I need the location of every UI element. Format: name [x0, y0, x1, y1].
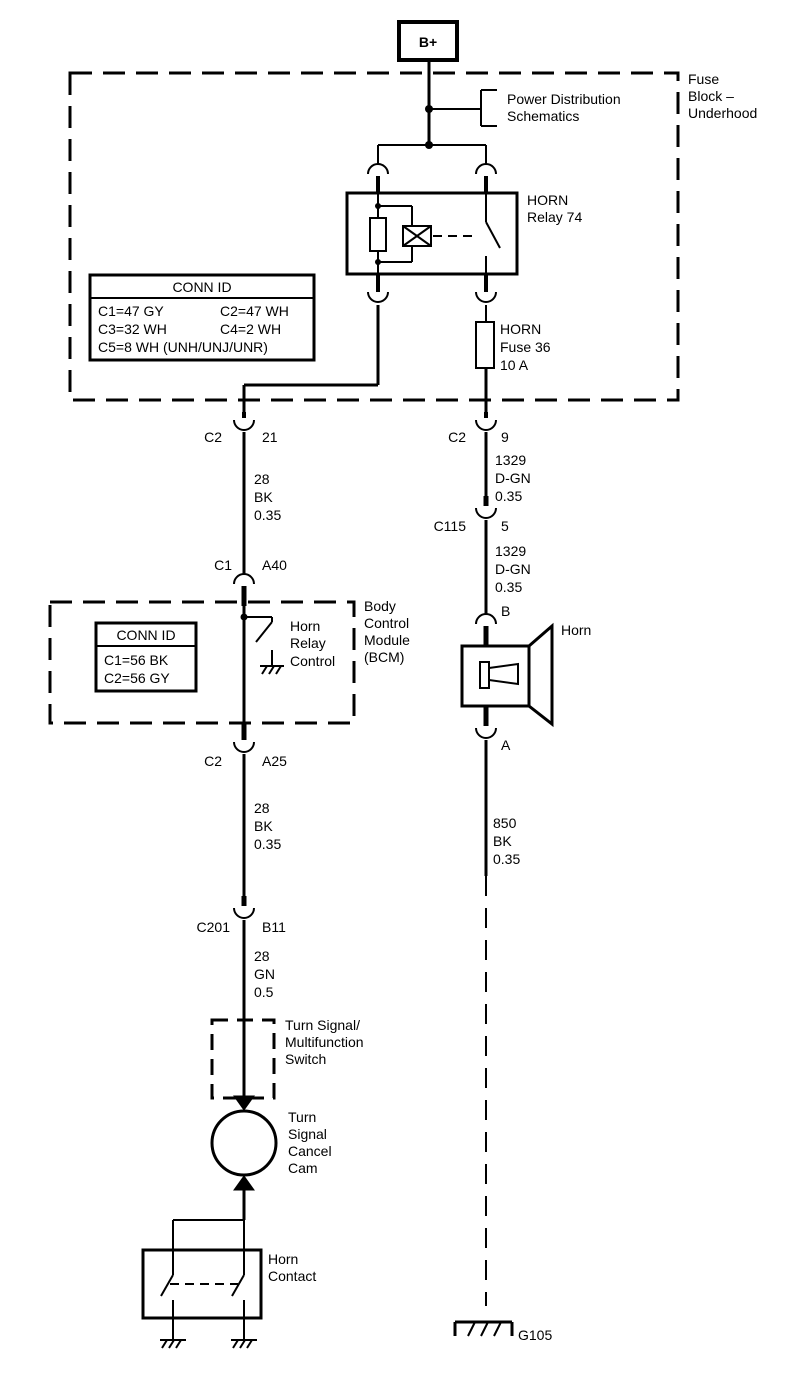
- splice-dot: [375, 259, 381, 265]
- bcm-border: [48, 600, 356, 725]
- bcm-conn-id-header: CONN ID: [116, 627, 175, 643]
- left-wire3-color: GN: [254, 966, 275, 982]
- fuse-conn-id-row1-right: C2=47 WH: [220, 303, 289, 319]
- splice-dot: [375, 203, 381, 209]
- right-wire2-gauge: 0.35: [495, 579, 522, 595]
- horn-relay-label-2: Relay 74: [527, 209, 582, 225]
- cam-label-1: Turn: [288, 1109, 316, 1125]
- c201-pin: B11: [262, 919, 286, 935]
- left-wire3-gauge: 0.5: [254, 984, 274, 1000]
- left-c1-conn: C1: [214, 557, 232, 573]
- right-wire2-color: D-GN: [495, 561, 531, 577]
- fuse-conn-id-row2-left: C3=32 WH: [98, 321, 167, 337]
- left-wire2-color: BK: [254, 818, 273, 834]
- horn-label: Horn: [561, 622, 591, 638]
- bcm-title-2: Control: [364, 615, 409, 631]
- horn-relay-control-3: Control: [290, 653, 335, 669]
- bcm-title-1: Body: [364, 598, 396, 614]
- switch-label-1: Turn Signal/: [285, 1017, 360, 1033]
- left-wire2-circuit: 28: [254, 800, 270, 816]
- horn-pin-b: B: [501, 603, 510, 619]
- right-wire3-circuit: 850: [493, 815, 517, 831]
- left-wire3-circuit: 28: [254, 948, 270, 964]
- bcm-conn-id-row2: C2=56 GY: [104, 670, 170, 686]
- horn-relay-control-1: Horn: [290, 618, 320, 634]
- cam-label-4: Cam: [288, 1160, 318, 1176]
- left-wire1-gauge: 0.35: [254, 507, 281, 523]
- left-wire2-gauge: 0.35: [254, 836, 281, 852]
- cam-label-3: Cancel: [288, 1143, 332, 1159]
- right-wire1-color: D-GN: [495, 470, 531, 486]
- horn-relay-label-1: HORN: [527, 192, 568, 208]
- right-wire2-circuit: 1329: [495, 543, 526, 559]
- relay-switch: [485, 221, 501, 249]
- c115-pin: 5: [501, 518, 509, 534]
- multifunction-switch-border: [210, 1018, 276, 1100]
- fuse-conn-id-row2-right: C4=2 WH: [220, 321, 281, 337]
- right-c2-pin: 9: [501, 429, 509, 445]
- fuse-block-conn-id-box: [88, 273, 316, 362]
- right-wire3-color: BK: [493, 833, 512, 849]
- fuse-conn-id-header: CONN ID: [172, 279, 231, 295]
- turn-signal-cancel-cam: [210, 1109, 278, 1177]
- left-c2-pin: 21: [262, 429, 278, 445]
- horn-contact-label-2: Contact: [268, 1268, 316, 1284]
- horn-fuse-label-2: Fuse 36: [500, 339, 551, 355]
- cam-arrow-bottom: [233, 1175, 255, 1191]
- power-distribution-label-2: Schematics: [507, 108, 579, 124]
- left-c1-pin: A40: [262, 557, 287, 573]
- bcm-conn-id-box: [94, 621, 198, 693]
- horn-bell: [527, 622, 554, 728]
- fuse-conn-id-row1-left: C1=47 GY: [98, 303, 164, 319]
- bcm-title-3: Module: [364, 632, 410, 648]
- ground-label: G105: [518, 1327, 552, 1343]
- horn-relay: [345, 191, 519, 276]
- switch-label-3: Switch: [285, 1051, 326, 1067]
- c201-conn: C201: [197, 919, 231, 935]
- fuse-conn-id-row3: C5=8 WH (UNH/UNJ/UNR): [98, 339, 268, 355]
- right-wire3-gauge: 0.35: [493, 851, 520, 867]
- bcm-title-4: (BCM): [364, 649, 404, 665]
- splice-dot: [425, 141, 433, 149]
- right-wire1-circuit: 1329: [495, 452, 526, 468]
- horn-contact-label-1: Horn: [268, 1251, 298, 1267]
- fuse-block-title-2: Block –: [688, 88, 734, 104]
- horn-fuse-label-1: HORN: [500, 321, 541, 337]
- horn-pin-a: A: [501, 737, 511, 753]
- cam-label-2: Signal: [288, 1126, 327, 1142]
- left-c2-conn: C2: [204, 429, 222, 445]
- fuse-block-border: [68, 71, 680, 402]
- left-wire1-circuit: 28: [254, 471, 270, 487]
- cam-arrow-top: [233, 1095, 255, 1111]
- right-c2-conn: C2: [448, 429, 466, 445]
- power-distribution-label-1: Power Distribution: [507, 91, 621, 107]
- c115-conn: C115: [434, 518, 467, 534]
- horn-fuse-label-3: 10 A: [500, 357, 529, 373]
- bcm-conn-id-row1: C1=56 BK: [104, 652, 169, 668]
- relay-resistor: [369, 217, 387, 252]
- splice-dot: [425, 105, 433, 113]
- fuse-block-title-1: Fuse: [688, 71, 719, 87]
- horn-fuse: [475, 321, 495, 369]
- left-wire1-color: BK: [254, 489, 273, 505]
- horn-relay-control-switch: [255, 621, 273, 643]
- right-wire1-gauge: 0.35: [495, 488, 522, 504]
- fuse-block-title-3: Underhood: [688, 105, 757, 121]
- horn-relay-control-2: Relay: [290, 635, 326, 651]
- relay-coil: [402, 225, 432, 247]
- left-c2b-pin: A25: [262, 753, 287, 769]
- horn-contact-box: [141, 1248, 263, 1320]
- switch-label-2: Multifunction: [285, 1034, 364, 1050]
- splice-dot: [240, 613, 248, 621]
- battery-positive-label: B+: [419, 34, 437, 50]
- left-c2b-conn: C2: [204, 753, 222, 769]
